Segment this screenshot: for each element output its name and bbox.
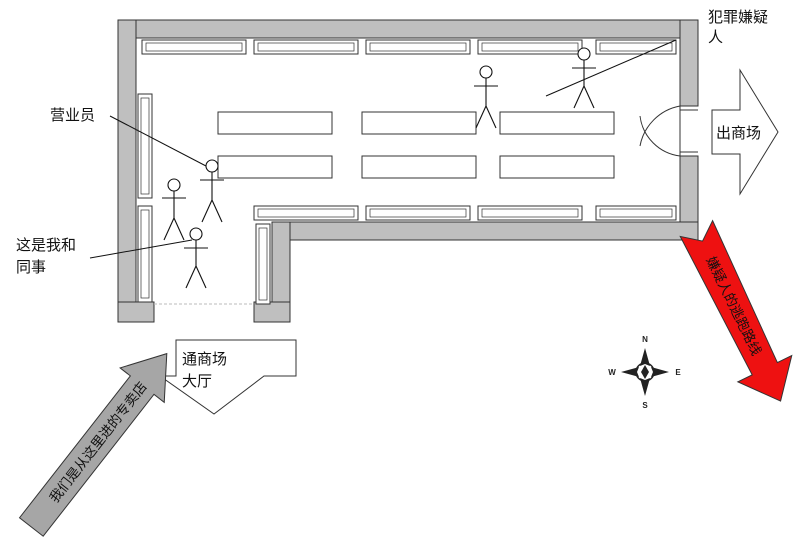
counter-4 [217,155,333,179]
exit-arrow [711,68,779,196]
shelf-bottom-2 [365,205,471,221]
left-shelves [137,93,271,305]
exit-mall-label: 出商场 [716,124,761,142]
clerk-label: 营业员 [50,106,95,124]
counter-3 [499,111,615,135]
shelf-inner-wall [255,223,271,305]
shelf-bottom-1 [253,205,359,221]
suspect-label: 犯罪嫌疑人 [708,8,768,46]
me-colleague-label: 这是我和同事 [16,236,76,276]
exit-door-swing-arc [639,115,681,157]
compass-w: W [608,368,616,377]
entry-arrow [18,352,168,537]
shelf-top-5 [595,39,677,55]
wall-bottom-mid-stub [253,301,291,323]
wall-bottom-right [271,221,699,241]
callout-lines [89,39,677,259]
leader-suspect [545,39,677,97]
entry-path-label: 我们是从这里进的专卖店 [46,378,151,505]
figure-me [162,178,186,241]
shelf-top-4 [477,39,583,55]
compass-n: N [642,335,648,344]
entry-arrow-group: 我们是从这里进的专卖店 [18,352,168,537]
wall-inner-lines [135,37,698,322]
counter-1 [217,111,333,135]
shelf-bottom-3 [477,205,583,221]
figure-colleague [184,227,208,289]
bottom-shelves-inner [257,208,673,218]
shelf-top-2 [253,39,359,55]
store-walls [117,19,699,323]
figure-suspect [572,47,596,109]
top-shelves-inner [145,42,673,52]
wall-outline-inner [135,37,698,322]
left-shelves-inner [140,97,268,301]
shelf-bottom-4 [595,205,677,221]
shelf-top-3 [365,39,471,55]
display-counters [217,111,615,179]
exit-door-swing [639,105,681,147]
exit-door[interactable] [639,105,698,157]
top-shelves [141,39,677,55]
wall-top [117,19,699,39]
compass-rose: N S E W [608,335,681,410]
wall-left-upper [117,19,137,321]
leader-clerk [109,115,207,167]
counter-6 [499,155,615,179]
shelf-top-1 [141,39,247,55]
counter-2 [361,111,477,135]
escape-arrow-group: 嫌疑人的逃跑路线 [679,219,793,402]
bottom-shelves [253,205,677,221]
figure-customer [474,65,498,129]
shelf-left-2 [137,205,153,303]
escape-arrow [679,219,793,402]
wall-bottom-left-stub [117,301,155,323]
compass-s: S [642,401,648,410]
to-hall-arrow [158,339,297,415]
compass-e: E [675,368,681,377]
wall-right-upper [679,19,699,107]
shelf-left-1 [137,93,153,199]
leader-me-colleague [89,239,193,259]
counter-5 [361,155,477,179]
to-hall-label: 通商场大厅 [182,350,227,390]
people [162,47,596,289]
